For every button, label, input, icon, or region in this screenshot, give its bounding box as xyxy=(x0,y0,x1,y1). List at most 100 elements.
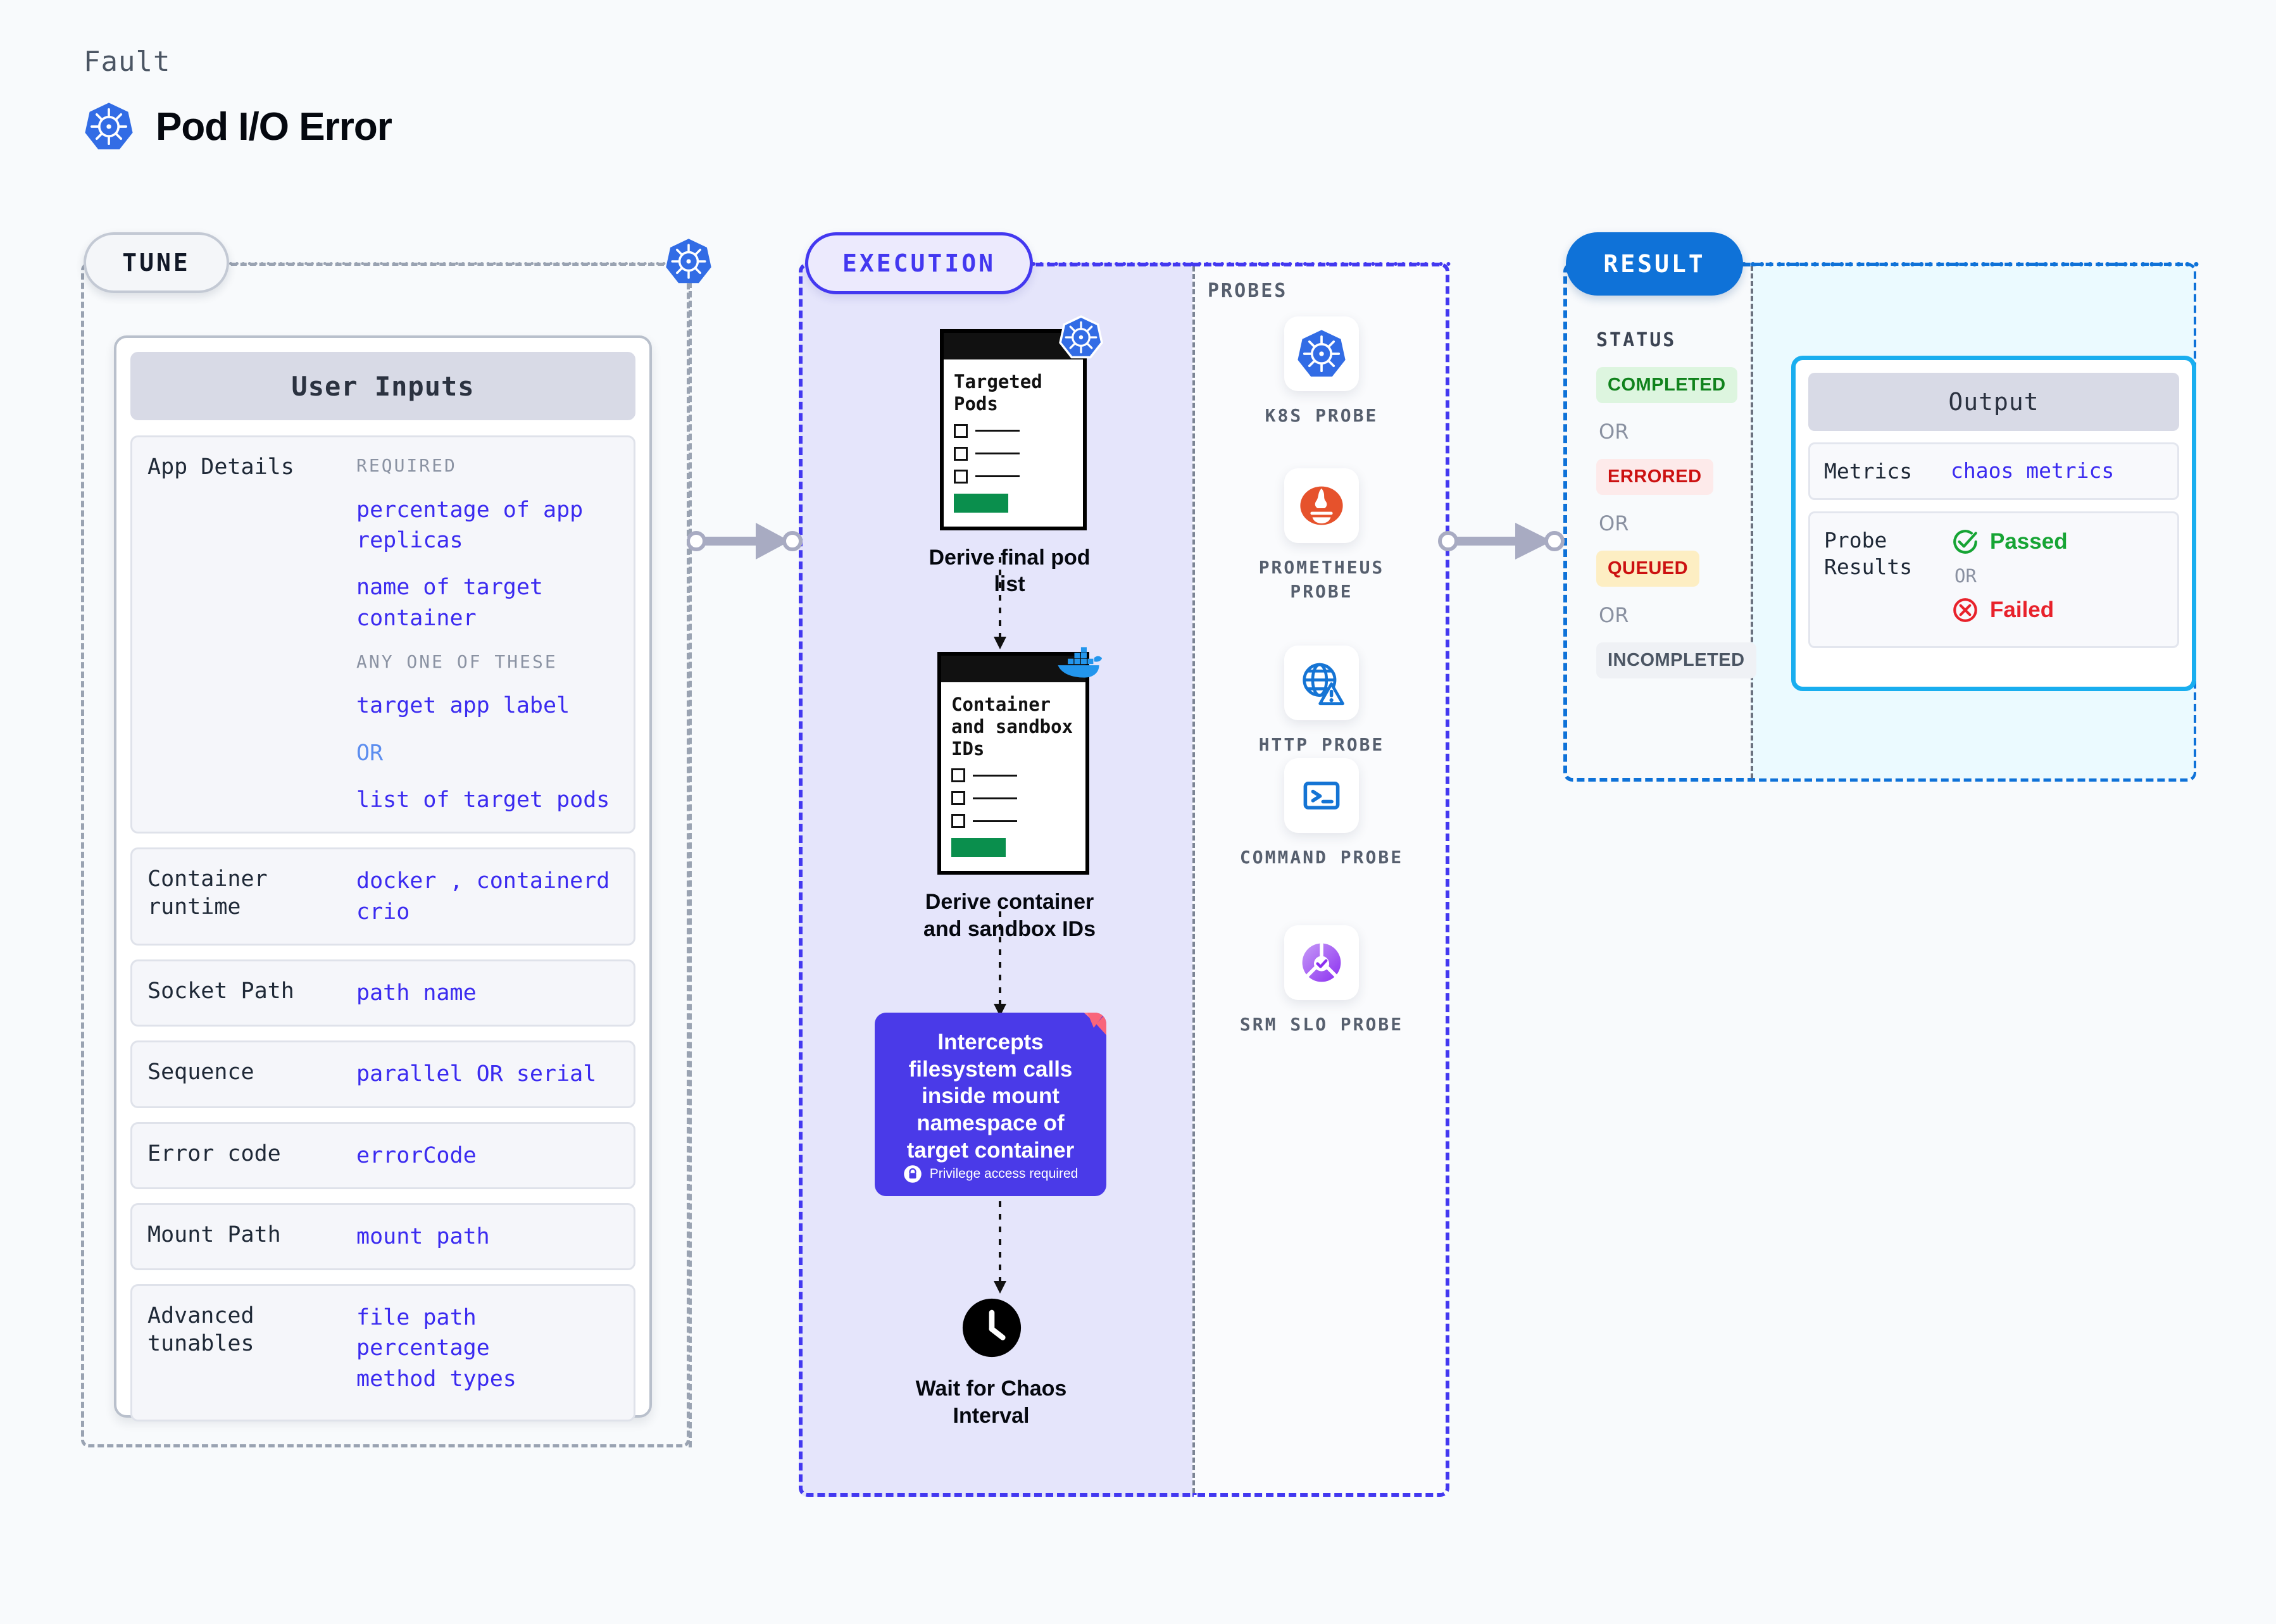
output-row-label: Probe Results xyxy=(1824,528,1913,579)
status-label: STATUS xyxy=(1596,329,1677,351)
output-row-probe-results[interactable]: Probe Results Passed OR Faile xyxy=(1808,511,2179,649)
status-bar-green xyxy=(951,838,1006,858)
status-badge-completed: COMPLETED xyxy=(1596,367,1737,403)
status-list: COMPLETED OR ERRORED OR QUEUED OR INCOMP… xyxy=(1596,367,1756,678)
probe-result-failed-label: Failed xyxy=(1990,597,2054,623)
probe-result-failed: Failed xyxy=(1951,596,2163,625)
input-row-values: mount path xyxy=(356,1221,618,1252)
document-title: Container and sandbox IDs xyxy=(951,694,1073,759)
input-row-sequence[interactable]: Sequence parallel OR serial xyxy=(130,1040,635,1108)
result-divider xyxy=(1751,266,1753,778)
probes-left-divider xyxy=(1192,266,1195,1493)
input-value: errorCode xyxy=(356,1142,477,1168)
input-row-label: Error code xyxy=(147,1140,281,1166)
input-row-app-details[interactable]: App Details REQUIRED percentage of app r… xyxy=(130,435,635,834)
group-heading-any-one: ANY ONE OF THESE xyxy=(356,651,558,672)
tune-right-dash xyxy=(689,263,692,1447)
probe-item-command[interactable]: COMMAND PROBE xyxy=(1233,758,1410,870)
input-row-values: REQUIRED percentage of app replicas name… xyxy=(356,454,618,815)
checkbox-icon xyxy=(951,814,965,828)
page-title: Pod I/O Error xyxy=(156,104,392,149)
terminal-icon xyxy=(1284,758,1359,833)
output-row-value: chaos metrics xyxy=(1951,458,2115,483)
input-row-label: Sequence xyxy=(147,1059,254,1085)
result-leader-line xyxy=(1742,262,2199,266)
input-value: parallel OR serial xyxy=(356,1061,597,1087)
input-row-advanced-tunables[interactable]: Advanced tunables file path percentage m… xyxy=(130,1284,635,1421)
output-row-value: Passed OR Failed xyxy=(1951,527,2163,625)
checkbox-icon xyxy=(954,446,968,461)
group-heading-required: REQUIRED xyxy=(356,455,457,476)
checkbox-icon xyxy=(951,768,965,783)
probe-item-http[interactable]: HTTP PROBE xyxy=(1233,646,1410,757)
probe-item-srm-slo[interactable]: SRM SLO PROBE xyxy=(1233,925,1410,1037)
x-circle-icon xyxy=(1953,598,1977,623)
checkbox-icon xyxy=(954,423,968,438)
probe-label: SRM SLO PROBE xyxy=(1239,1014,1404,1035)
line-placeholder xyxy=(973,797,1017,799)
line-placeholder xyxy=(973,774,1017,777)
input-row-values: docker , containerd crio xyxy=(356,866,618,927)
tune-leader-line xyxy=(229,262,678,265)
probe-item-k8s[interactable]: K8S PROBE xyxy=(1233,316,1410,428)
probe-result-or: OR xyxy=(1954,565,1977,587)
status-bar-green xyxy=(954,493,1008,513)
line-placeholder xyxy=(973,820,1017,822)
probe-label: COMMAND PROBE xyxy=(1239,847,1404,868)
probe-item-prometheus[interactable]: PROMETHEUS PROBE xyxy=(1233,468,1410,604)
probe-label: HTTP PROBE xyxy=(1258,734,1385,755)
privilege-note-text: Privilege access required xyxy=(929,1166,1079,1181)
kubernetes-icon xyxy=(1284,316,1359,391)
document-card: Container and sandbox IDs xyxy=(937,652,1089,875)
flow-arrow-3 xyxy=(994,1201,1006,1294)
input-value: name of target container xyxy=(356,575,544,631)
output-row-metrics[interactable]: Metrics chaos metrics xyxy=(1808,442,2179,501)
input-row-label: App Details xyxy=(147,454,294,480)
connector-tune-to-execution xyxy=(687,523,803,559)
tag-result[interactable]: RESULT xyxy=(1566,232,1743,296)
line-placeholder xyxy=(975,430,1020,432)
status-badge-queued: QUEUED xyxy=(1596,551,1700,587)
globe-warning-icon xyxy=(1284,646,1359,720)
input-row-container-runtime[interactable]: Container runtime docker , containerd cr… xyxy=(130,847,635,946)
input-row-label: Advanced tunables xyxy=(147,1303,254,1356)
input-row-values: parallel OR serial xyxy=(356,1059,618,1089)
exec-wait-step: Wait for Chaos Interval xyxy=(916,1297,1066,1429)
clock-icon xyxy=(962,1298,1022,1358)
probe-result-passed: Passed xyxy=(1951,527,2163,556)
tag-execution[interactable]: EXECUTION xyxy=(805,232,1033,294)
fault-title-row: Pod I/O Error xyxy=(84,101,392,152)
input-row-values: errorCode xyxy=(356,1140,618,1171)
user-inputs-title: User Inputs xyxy=(130,352,635,420)
input-value: method types xyxy=(356,1366,516,1392)
document-card: Targeted Pods xyxy=(940,329,1087,530)
input-row-label: Socket Path xyxy=(147,978,294,1004)
kubernetes-icon xyxy=(84,101,134,152)
probes-label: PROBES xyxy=(1208,280,1288,302)
user-inputs-card: User Inputs App Details REQUIRED percent… xyxy=(114,335,652,1421)
input-row-label: Mount Path xyxy=(147,1221,281,1247)
status-badge-incompleted: INCOMPLETED xyxy=(1596,642,1756,678)
input-row-values: file path percentage method types xyxy=(356,1302,618,1394)
docker-icon xyxy=(1054,640,1103,683)
input-value: path name xyxy=(356,980,477,1006)
prometheus-icon xyxy=(1284,468,1359,543)
exec-step-targeted-pods: Targeted Pods xyxy=(921,315,1103,598)
probes-panel xyxy=(1192,263,1449,1497)
exec-wait-caption: Wait for Chaos Interval xyxy=(915,1377,1067,1428)
exec-step-caption: Derive container and sandbox IDs xyxy=(923,890,1096,941)
tag-tune[interactable]: TUNE xyxy=(84,232,229,293)
output-card: Output Metrics chaos metrics Probe Resul… xyxy=(1791,356,2196,691)
input-row-label: Container runtime xyxy=(147,866,268,920)
input-row-error-code[interactable]: Error code errorCode xyxy=(130,1121,635,1189)
execution-leader-line xyxy=(1032,262,1451,266)
input-value: mount path xyxy=(356,1223,490,1249)
output-title: Output xyxy=(1808,373,2179,431)
status-or: OR xyxy=(1599,603,1629,627)
input-row-mount-path[interactable]: Mount Path mount path xyxy=(130,1202,635,1271)
fault-kicker: Fault xyxy=(84,46,171,78)
privilege-note: Privilege access required xyxy=(887,1165,1094,1187)
status-or: OR xyxy=(1599,420,1629,444)
input-row-socket-path[interactable]: Socket Path path name xyxy=(130,959,635,1027)
input-row-values: path name xyxy=(356,978,618,1008)
